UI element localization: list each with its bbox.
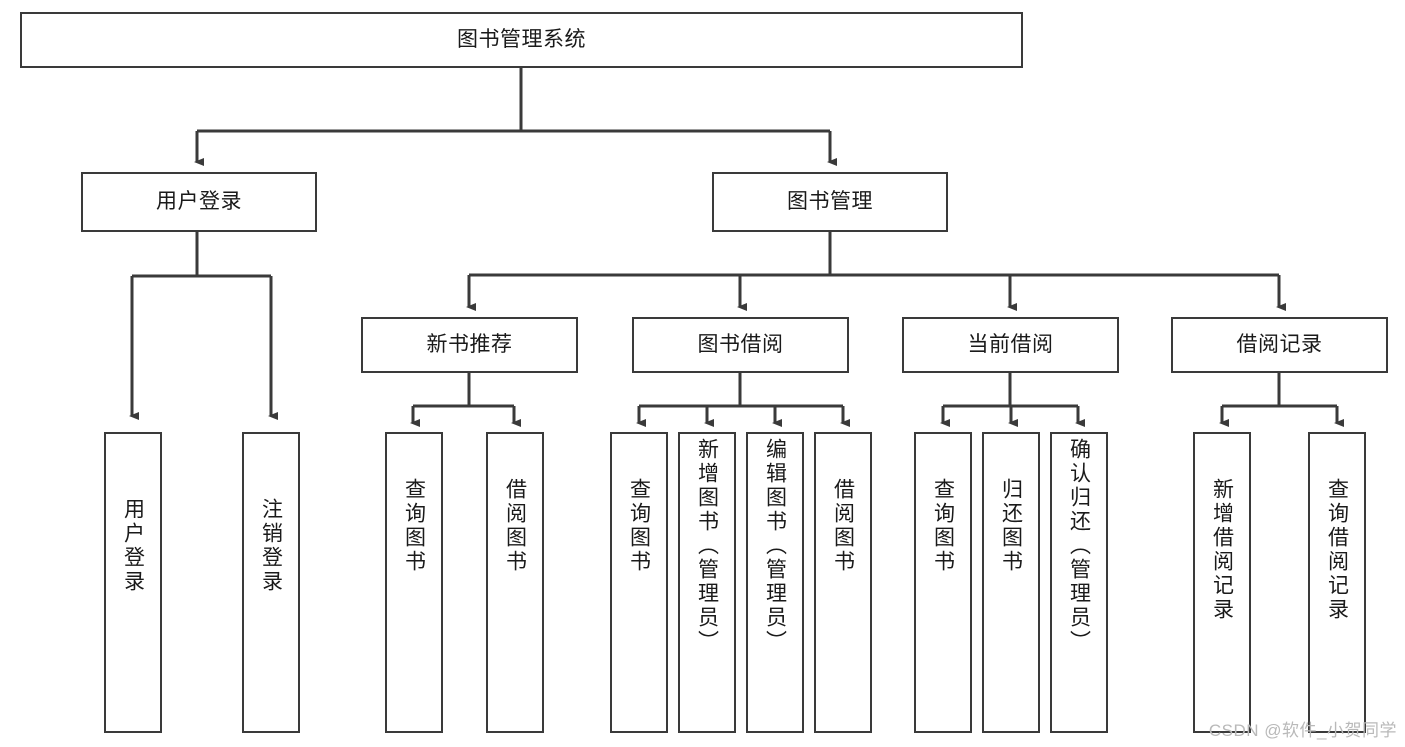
node-book-management-label: 图书管理: [787, 190, 873, 214]
node-borrow-record[interactable]: 借阅记录: [1171, 317, 1388, 373]
node-leaf-borrow-book-recommend-label: 借阅图书: [503, 478, 527, 574]
node-leaf-query-book-borrow-label: 查询图书: [627, 478, 651, 574]
node-leaf-query-book-current-label: 查询图书: [931, 478, 955, 574]
node-leaf-return-book-label: 归还图书: [999, 478, 1023, 574]
node-leaf-borrow-book[interactable]: 借阅图书: [814, 432, 872, 733]
node-leaf-add-book-admin[interactable]: 新增图书（管理员）: [678, 432, 736, 733]
node-leaf-edit-book-admin-label: 编辑图书（管理员）: [763, 438, 787, 654]
node-leaf-query-book-borrow[interactable]: 查询图书: [610, 432, 668, 733]
node-leaf-add-borrow-record-label: 新增借阅记录: [1210, 478, 1234, 622]
node-leaf-borrow-book-label: 借阅图书: [831, 478, 855, 574]
node-leaf-add-borrow-record[interactable]: 新增借阅记录: [1193, 432, 1251, 733]
node-leaf-user-login[interactable]: 用户登录: [104, 432, 162, 733]
node-leaf-borrow-book-recommend[interactable]: 借阅图书: [486, 432, 544, 733]
node-root-book-management-system[interactable]: 图书管理系统: [20, 12, 1023, 68]
node-new-book-recommend[interactable]: 新书推荐: [361, 317, 578, 373]
node-leaf-query-book-current[interactable]: 查询图书: [914, 432, 972, 733]
csdn-watermark: CSDN @软件_小贺同学: [1208, 721, 1397, 740]
node-book-borrow[interactable]: 图书借阅: [632, 317, 849, 373]
node-leaf-query-borrow-record-label: 查询借阅记录: [1325, 478, 1349, 622]
node-root-label: 图书管理系统: [457, 28, 586, 52]
node-leaf-query-borrow-record[interactable]: 查询借阅记录: [1308, 432, 1366, 733]
node-book-borrow-label: 图书借阅: [697, 333, 784, 357]
node-new-book-recommend-label: 新书推荐: [426, 333, 513, 357]
node-current-borrow[interactable]: 当前借阅: [902, 317, 1119, 373]
node-leaf-query-book-recommend[interactable]: 查询图书: [385, 432, 443, 733]
node-leaf-query-book-recommend-label: 查询图书: [402, 478, 426, 574]
node-current-borrow-label: 当前借阅: [967, 333, 1054, 357]
node-leaf-confirm-return-admin-label: 确认归还（管理员）: [1067, 438, 1091, 654]
node-leaf-edit-book-admin[interactable]: 编辑图书（管理员）: [746, 432, 804, 733]
node-borrow-record-label: 借阅记录: [1236, 333, 1323, 357]
node-leaf-logout[interactable]: 注销登录: [242, 432, 300, 733]
node-leaf-add-book-admin-label: 新增图书（管理员）: [695, 438, 719, 654]
node-leaf-user-login-label: 用户登录: [121, 498, 145, 594]
node-leaf-return-book[interactable]: 归还图书: [982, 432, 1040, 733]
node-book-management[interactable]: 图书管理: [712, 172, 948, 232]
node-leaf-logout-label: 注销登录: [259, 498, 283, 594]
node-user-login[interactable]: 用户登录: [81, 172, 317, 232]
node-leaf-confirm-return-admin[interactable]: 确认归还（管理员）: [1050, 432, 1108, 733]
node-user-login-label: 用户登录: [156, 190, 242, 214]
